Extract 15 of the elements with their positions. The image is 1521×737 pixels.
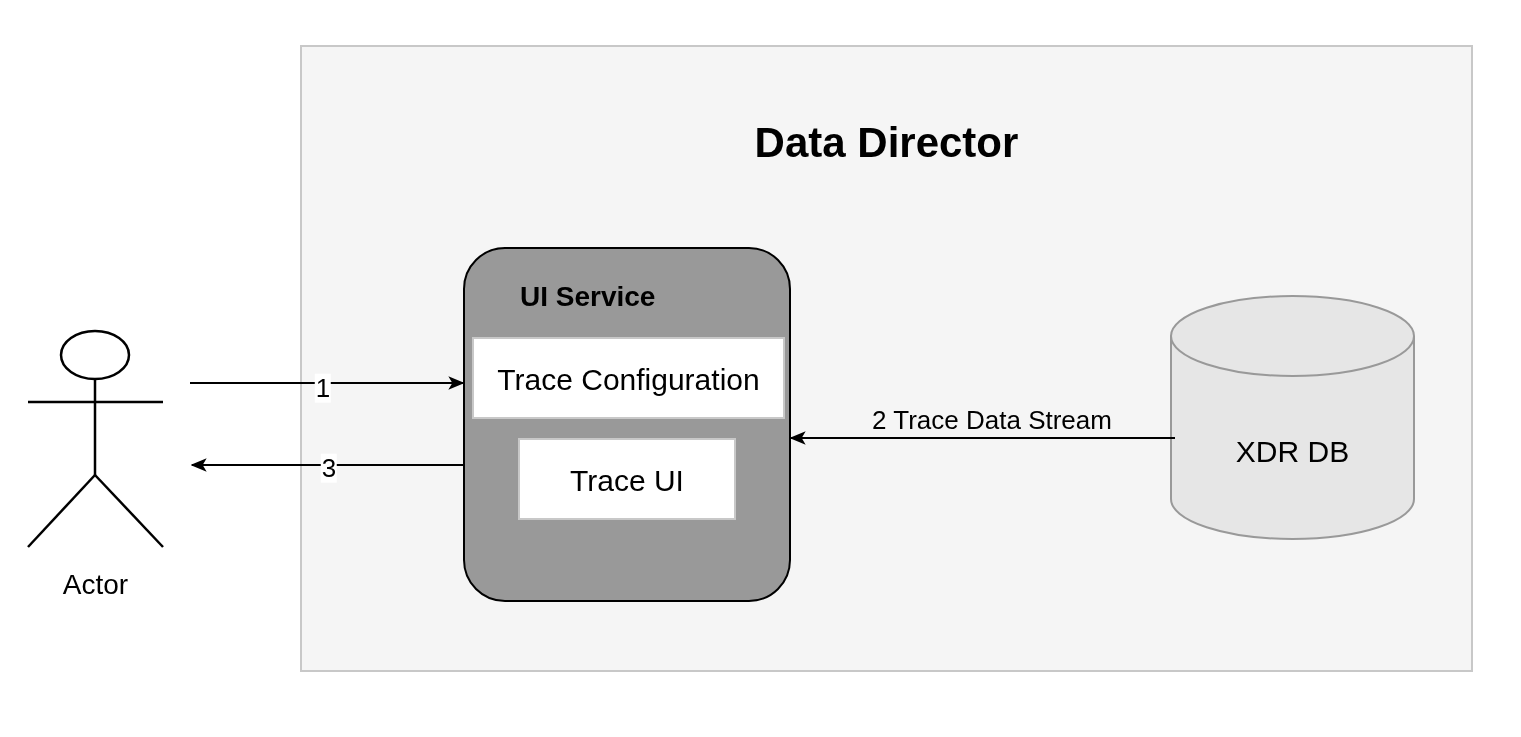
system-boundary [300, 45, 1473, 672]
component-label: Trace Configuration [496, 363, 761, 397]
arrow [789, 431, 1176, 445]
database-label: XDR DB [1234, 435, 1351, 469]
arrow [189, 376, 465, 390]
component-box [472, 337, 785, 419]
service-title: UI Service [520, 281, 656, 313]
edge-label: 3 [320, 453, 338, 483]
service-box [463, 247, 791, 602]
edge-label: 1 [314, 373, 332, 403]
actor-label: Actor [61, 569, 130, 601]
component-box [518, 438, 736, 520]
component-label: Trace UI [569, 464, 685, 498]
arrow [190, 458, 464, 472]
system-title: Data Director [753, 119, 1020, 167]
